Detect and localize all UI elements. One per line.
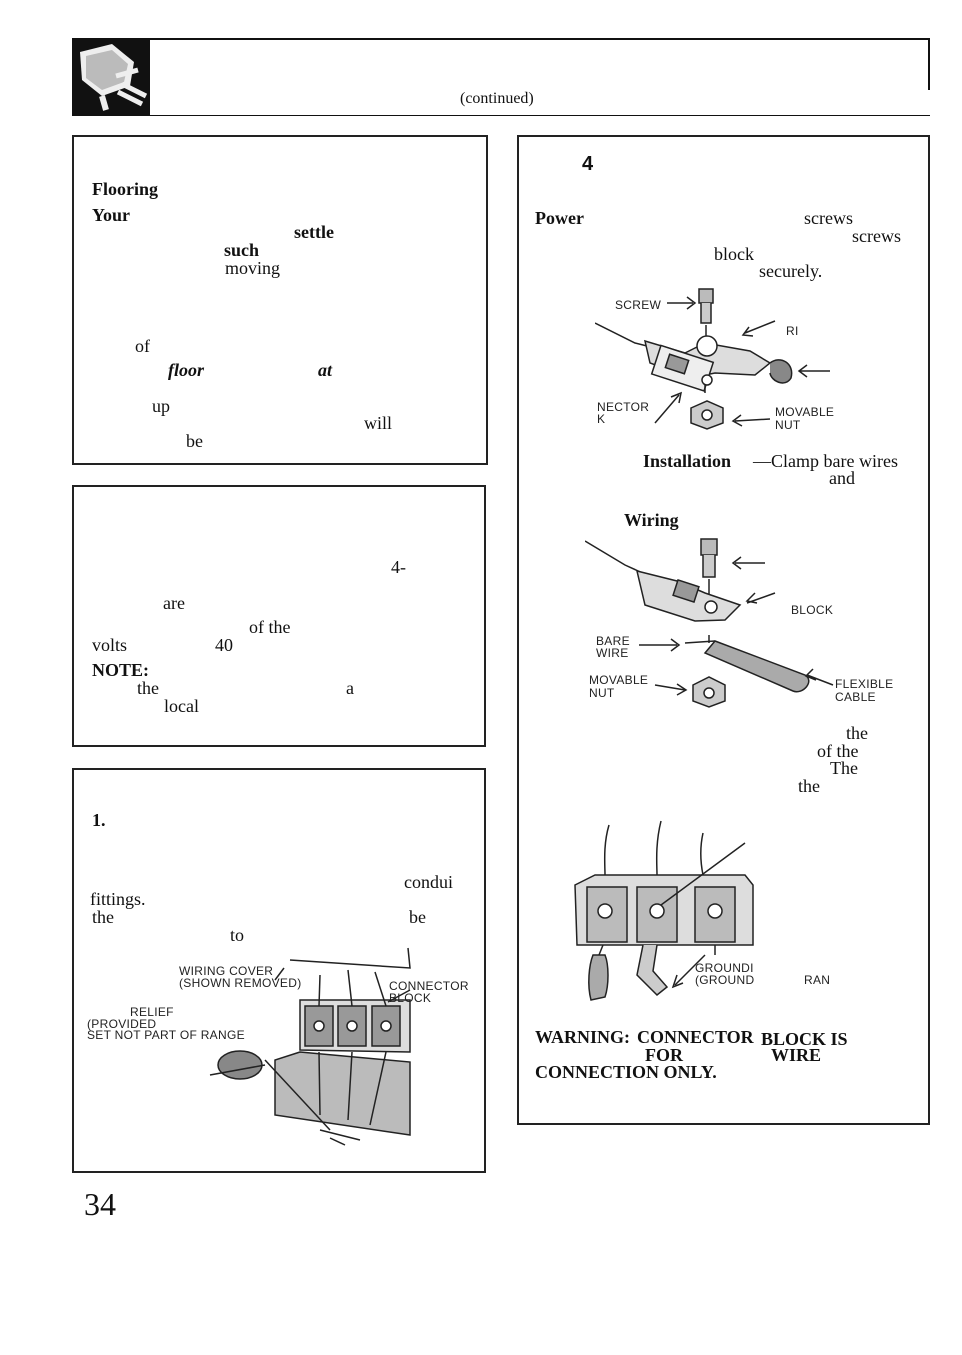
- block-label: BLOCK: [791, 603, 834, 617]
- continued-label: (continued): [460, 90, 534, 107]
- text-fragment: moving: [225, 258, 281, 278]
- ground-label: (GROUND: [695, 973, 755, 987]
- text-fragment: the: [92, 907, 114, 927]
- text-fragment: condui: [404, 872, 453, 892]
- relief-label: RELIEF: [130, 1005, 174, 1019]
- page-number: 34: [84, 1186, 116, 1222]
- step-box: [72, 768, 486, 1173]
- text-fragment: —Clamp bare wires: [753, 451, 898, 471]
- provided-label: (PROVIDED: [87, 1017, 157, 1031]
- block-label: BLOCK: [389, 991, 432, 1005]
- wiring-cover-label: WIRING COVER: [179, 964, 274, 978]
- header-rule: [72, 38, 930, 40]
- k-label: K: [597, 412, 606, 426]
- text-fragment: floor: [168, 360, 204, 380]
- note-label: NOTE:: [92, 660, 150, 680]
- text-fragment: securely.: [759, 261, 823, 281]
- range-connection-illustration: [209, 947, 411, 1146]
- screw-label: SCREW: [615, 298, 662, 312]
- header-rule-bottom: [72, 115, 930, 116]
- flooring-box: [72, 135, 488, 465]
- connector-label: CONNECTOR: [389, 979, 469, 993]
- nut-label: NUT: [775, 418, 801, 432]
- plug-icon: [72, 40, 150, 116]
- text-fragment: will: [364, 413, 393, 433]
- text-fragment: 40: [215, 635, 233, 655]
- electrical-box: [72, 485, 486, 747]
- text-fragment: a: [346, 678, 354, 698]
- movable-label: MOVABLE: [775, 405, 835, 419]
- text-fragment: settle: [294, 222, 334, 242]
- flexible-label: FLEXIBLE: [835, 677, 894, 691]
- right-box: [517, 135, 930, 1125]
- connector-label: NECTOR: [597, 400, 650, 414]
- movable-label: MOVABLE: [589, 673, 649, 687]
- text-fragment: fittings.: [90, 889, 146, 909]
- flooring-heading: Flooring: [92, 179, 158, 199]
- header-rule-right: [928, 38, 930, 90]
- bare-wire-illustration: [585, 538, 834, 708]
- warning-text: CONNECTOR: [637, 1027, 754, 1047]
- text-fragment: such: [224, 240, 260, 260]
- warning-text: CONNECTION ONLY.: [535, 1062, 717, 1082]
- text-fragment: of the: [817, 741, 859, 761]
- text-fragment: screws: [852, 226, 901, 246]
- warning-text: WIRE: [771, 1045, 822, 1065]
- text-fragment: local: [164, 696, 199, 716]
- ran-label: RAN: [804, 973, 831, 987]
- text-fragment: are: [163, 593, 185, 613]
- cable-label: CABLE: [835, 690, 876, 704]
- step-number: 1.: [92, 810, 106, 830]
- text-fragment: the: [137, 678, 159, 698]
- groundi-label: GROUNDI: [695, 961, 754, 975]
- bare-label: BARE: [596, 634, 630, 648]
- text-fragment: the: [846, 723, 868, 743]
- warning-label: WARNING:: [535, 1027, 631, 1047]
- wiring-heading: Wiring: [624, 510, 679, 530]
- text-fragment: of: [135, 336, 150, 356]
- set-label: SET NOT PART OF RANGE: [87, 1028, 245, 1042]
- text-fragment: block: [714, 244, 754, 264]
- text-fragment: to: [230, 925, 245, 945]
- heading-number: 4: [582, 153, 594, 175]
- wiring-cover-sub-label: (SHOWN REMOVED): [179, 976, 302, 990]
- ri-label: RI: [786, 324, 799, 338]
- warning-text: BLOCK IS: [761, 1029, 848, 1049]
- text-fragment: be: [186, 431, 203, 451]
- warning-text: FOR: [645, 1045, 683, 1065]
- text-fragment: at: [318, 360, 333, 380]
- text-fragment: The: [830, 758, 858, 778]
- text-fragment: Your: [92, 205, 131, 225]
- nut-label: NUT: [589, 686, 615, 700]
- power-heading: Power: [535, 208, 584, 228]
- text-fragment: 4-: [391, 557, 406, 577]
- text-fragment: and: [829, 468, 855, 488]
- text-fragment: screws: [804, 208, 853, 228]
- text-fragment: the: [798, 776, 820, 796]
- text-fragment: be: [409, 907, 426, 927]
- installation-label: Installation: [643, 451, 732, 471]
- text-fragment: of the: [249, 617, 291, 637]
- text-fragment: up: [152, 396, 170, 416]
- terminal-block-illustration: [574, 820, 754, 1001]
- ring-terminal-illustration: [595, 288, 830, 430]
- text-fragment: volts: [92, 635, 128, 655]
- wire-label: WIRE: [596, 646, 629, 660]
